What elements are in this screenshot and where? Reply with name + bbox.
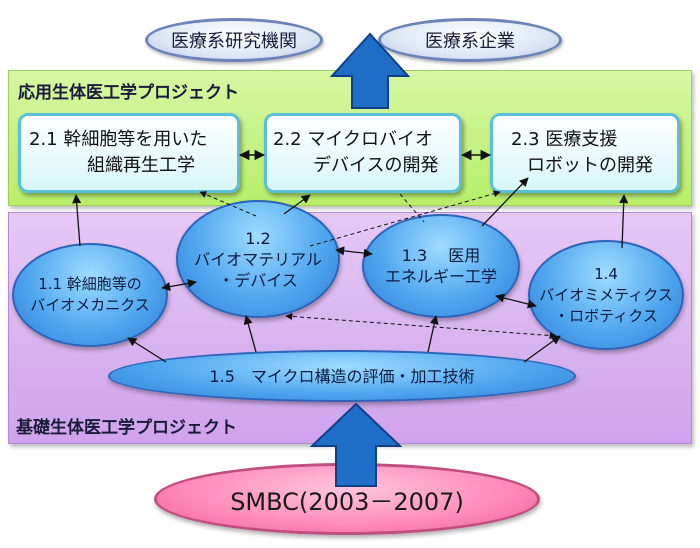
node-1-4-line3: ・ロボティクス [554,306,658,325]
oval-medical-industry: 医療系企業 [378,18,562,62]
oval-medical-research: 医療系研究機関 [145,18,323,62]
node-1-2: 1.2 バイオマテリアル ・デバイス [176,200,340,318]
basic-project-title: 基礎生体医工学プロジェクト [16,418,237,438]
arrow-1-1-1-2 [161,278,197,292]
node-1-4-line1: 1.4 [594,264,618,283]
node-1-1-line2: バイオメカニクス [30,296,150,314]
node-1-5-line1: 1.5 マイクロ構造の評価・加工技術 [209,366,475,386]
box-2-1-line1: 2.1 幹細胞等を用いた [29,129,208,150]
node-1-2-line3: ・デバイス [218,270,298,290]
dashed-1-2-to-2-3 [309,190,501,247]
arrow-1-3-1-4 [495,293,537,309]
box-2-2-line1: 2.2 マイクロバイオ [273,129,433,150]
node-1-3-line2: エネルギー工学 [384,267,497,286]
node-1-4-line2: バイオミメティクス [539,285,673,304]
box-2-1: 2.1 幹細胞等を用いた 組織再生工学 [18,113,240,193]
node-1-1: 1.1 幹細胞等の バイオメカニクス [12,243,168,347]
arrow-1-4-to-2-3 [619,194,629,249]
dashed-2-2-to-1-3 [399,193,425,223]
applied-project-title: 応用生体医工学プロジェクト [18,83,239,103]
big-arrow-up-bottom [309,402,403,487]
dashed-1-2-to-2-1 [199,191,257,217]
box-2-3-line1: 2.3 医療支援 [511,129,618,150]
box-2-2-line2: デバイスの開発 [313,155,439,176]
arrow-1-2-1-3 [335,246,373,258]
arrow-1-5-to-1-1 [127,337,167,363]
dashed-1-2-to-1-4 [285,312,557,340]
node-1-3: 1.3 医用 エネルギー工学 [362,214,520,318]
box-2-1-line2: 組織再生工学 [87,155,195,176]
arrow-1-5-to-1-4 [523,335,561,363]
arrow-1-2-to-2-2 [283,194,311,215]
node-1-2-line2: バイオマテリアル [194,249,322,269]
box-2-2: 2.2 マイクロバイオ デバイスの開発 [264,113,462,193]
arrow-1-5-to-1-2 [243,315,257,353]
node-1-3-line1: 1.3 医用 [401,246,481,265]
big-arrow-up-top [329,32,411,109]
node-1-2-line1: 1.2 [245,228,271,248]
arrow-1-5-to-1-3 [427,315,439,353]
arrow-1-3-to-2-3 [481,177,529,227]
arrow-1-1-to-2-1 [72,194,82,247]
box-2-3-line2: ロボットの開発 [527,155,653,176]
node-1-5: 1.5 マイクロ構造の評価・加工技術 [108,350,576,402]
node-1-1-line1: 1.1 幹細胞等の [38,275,142,293]
